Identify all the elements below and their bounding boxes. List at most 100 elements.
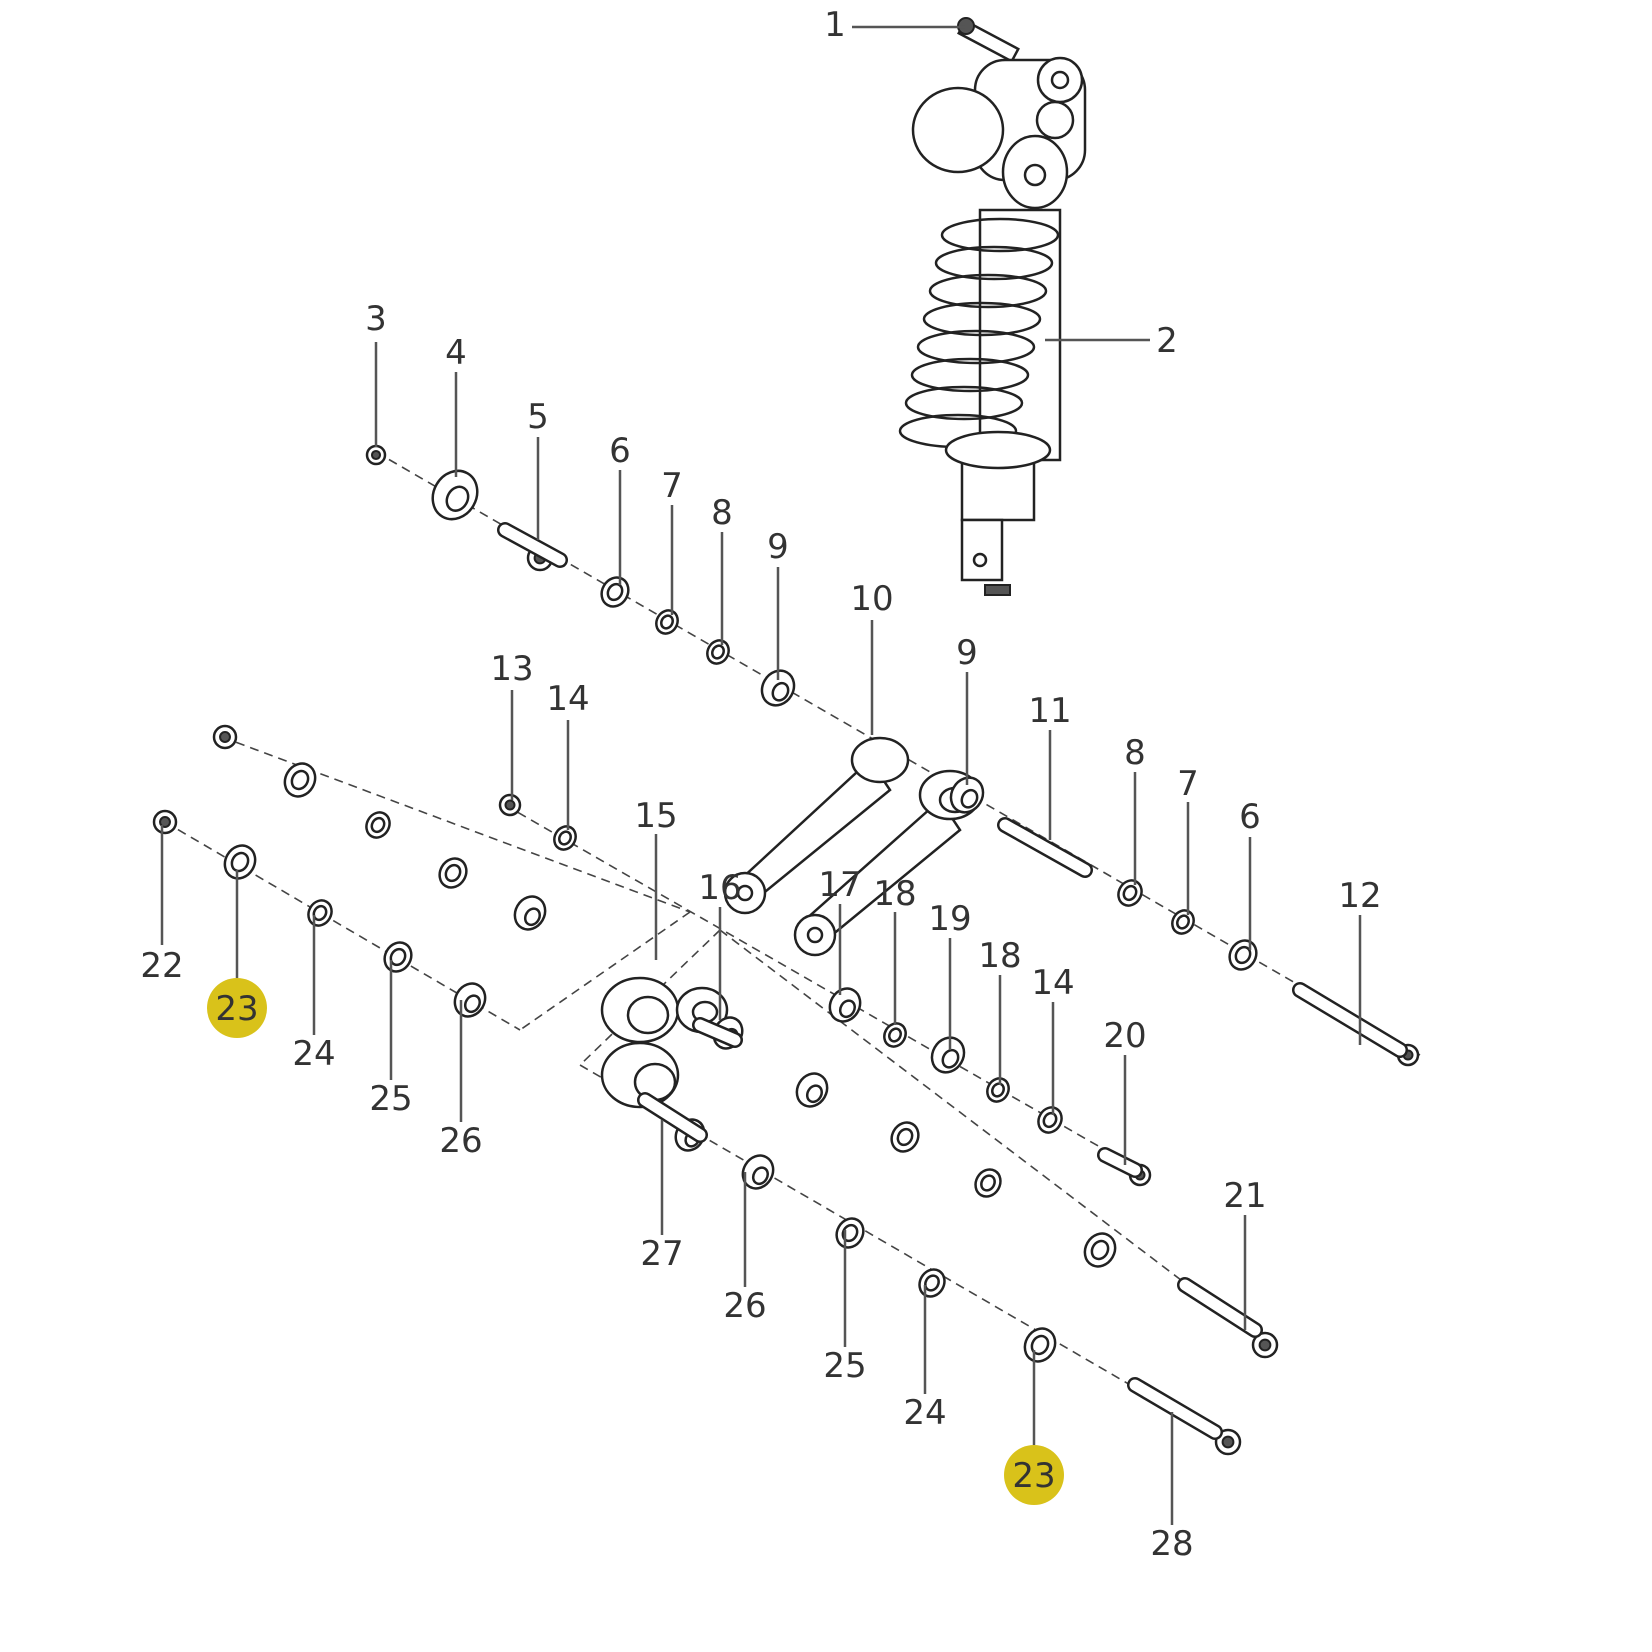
callout-label: 6: [609, 431, 631, 471]
callout-label: 28: [1150, 1524, 1193, 1564]
nut-hole: [1221, 1435, 1235, 1449]
spring-coil: [928, 273, 1048, 309]
callout-label: 12: [1338, 876, 1381, 916]
callout-label: 23: [1012, 1456, 1055, 1496]
callout-label: 1: [824, 5, 846, 45]
bushing-bore: [445, 485, 470, 512]
washer-hole: [1122, 884, 1138, 902]
bolt-shaft-fill: [1099, 1149, 1141, 1176]
washer-hole: [444, 863, 462, 883]
callout-17: 17: [818, 865, 862, 995]
washer-hole: [1090, 1239, 1110, 1261]
washer-hole: [290, 769, 310, 791]
callout-28: 28: [1150, 1412, 1194, 1564]
washer-hole: [370, 816, 386, 834]
washer-hole: [312, 904, 328, 922]
callout-label: 18: [873, 874, 916, 914]
spring-coil: [922, 301, 1042, 337]
spring-coil: [916, 329, 1036, 365]
assembly-axes: [164, 451, 1421, 1441]
callout-label: 22: [140, 946, 183, 986]
washer-hole: [711, 644, 725, 660]
spring-coil: [940, 217, 1060, 253]
spring-coil: [934, 245, 1054, 281]
callout-19: 19: [928, 899, 972, 1050]
callout-16: 16: [698, 868, 742, 1020]
callout-5: 5: [527, 397, 549, 540]
callout-6: 6: [1239, 797, 1261, 950]
callout-label: 26: [723, 1286, 766, 1326]
spring-coil: [910, 357, 1030, 393]
callout-8: 8: [711, 493, 733, 645]
callout-27: 27: [640, 1120, 684, 1274]
callout-21: 21: [1223, 1176, 1267, 1330]
linkage-rod-10: [723, 736, 982, 957]
bushing-bore: [771, 681, 790, 702]
callout-22: 22: [140, 825, 184, 986]
callout-1: 1: [824, 5, 965, 45]
bolt-shaft-fill: [499, 524, 566, 566]
nut-hole: [504, 799, 516, 811]
washer-hole: [1176, 914, 1190, 930]
callout-10: 10: [850, 579, 894, 735]
callout-12: 12: [1338, 876, 1382, 1045]
callout-label: 6: [1239, 797, 1261, 837]
nut-hole: [1258, 1338, 1272, 1352]
callout-7: 7: [1177, 764, 1199, 915]
callout-18: 18: [978, 936, 1022, 1085]
callout-8: 8: [1124, 733, 1146, 885]
nut-hole: [159, 816, 171, 828]
callout-24: 24: [292, 915, 336, 1074]
callout-label: 8: [1124, 733, 1146, 773]
callout-label: 18: [978, 936, 1021, 976]
callout-label: 27: [640, 1234, 683, 1274]
callout-label: 5: [527, 397, 549, 437]
nut-hole: [219, 731, 231, 743]
hardware-parts: [152, 444, 1420, 1456]
callout-label: 24: [292, 1034, 335, 1074]
callout-label: 14: [1031, 963, 1074, 1003]
callout-3: 3: [365, 299, 387, 447]
callout-label: 9: [956, 633, 978, 673]
bolt-shaft-fill: [639, 1094, 706, 1141]
callout-11: 11: [1028, 691, 1072, 840]
bolt-shaft-fill: [1179, 1279, 1261, 1336]
callout-26: 26: [439, 1000, 483, 1161]
bolt-shaft-fill: [1294, 984, 1406, 1056]
callout-23: 23: [1004, 1350, 1064, 1505]
callout-label: 8: [711, 493, 733, 533]
callout-9: 9: [767, 527, 789, 680]
washer-hole: [389, 947, 407, 967]
highlight-marker: [207, 978, 267, 1038]
callout-label: 17: [818, 865, 861, 905]
callout-label: 7: [661, 466, 683, 506]
callout-label: 21: [1223, 1176, 1266, 1216]
bushing-bore: [523, 907, 541, 927]
callout-14: 14: [546, 679, 590, 830]
bolt-shaft-fill: [999, 819, 1091, 876]
callout-label: 25: [369, 1079, 412, 1119]
callout-label: 9: [767, 527, 789, 567]
washer-hole: [924, 1274, 940, 1292]
callout-label: 7: [1177, 764, 1199, 804]
washer-hole: [888, 1027, 902, 1043]
callout-7: 7: [661, 466, 683, 615]
callout-25: 25: [369, 960, 413, 1119]
callout-label: 15: [634, 796, 677, 836]
callout-label: 25: [823, 1346, 866, 1386]
shock-absorber: [898, 17, 1087, 596]
bolt-shaft-fill: [1129, 1379, 1221, 1438]
bushing-bore: [941, 1048, 960, 1069]
washer-hole: [980, 1174, 996, 1192]
callout-26: 26: [723, 1172, 767, 1326]
washer-hole: [230, 851, 250, 873]
highlight-marker: [1004, 1445, 1064, 1505]
washer-hole: [896, 1127, 914, 1147]
callout-label: 26: [439, 1121, 482, 1161]
callout-20: 20: [1103, 1016, 1147, 1165]
washer-hole: [558, 830, 572, 846]
washer-hole: [660, 614, 674, 630]
callout-label: 10: [850, 579, 893, 619]
